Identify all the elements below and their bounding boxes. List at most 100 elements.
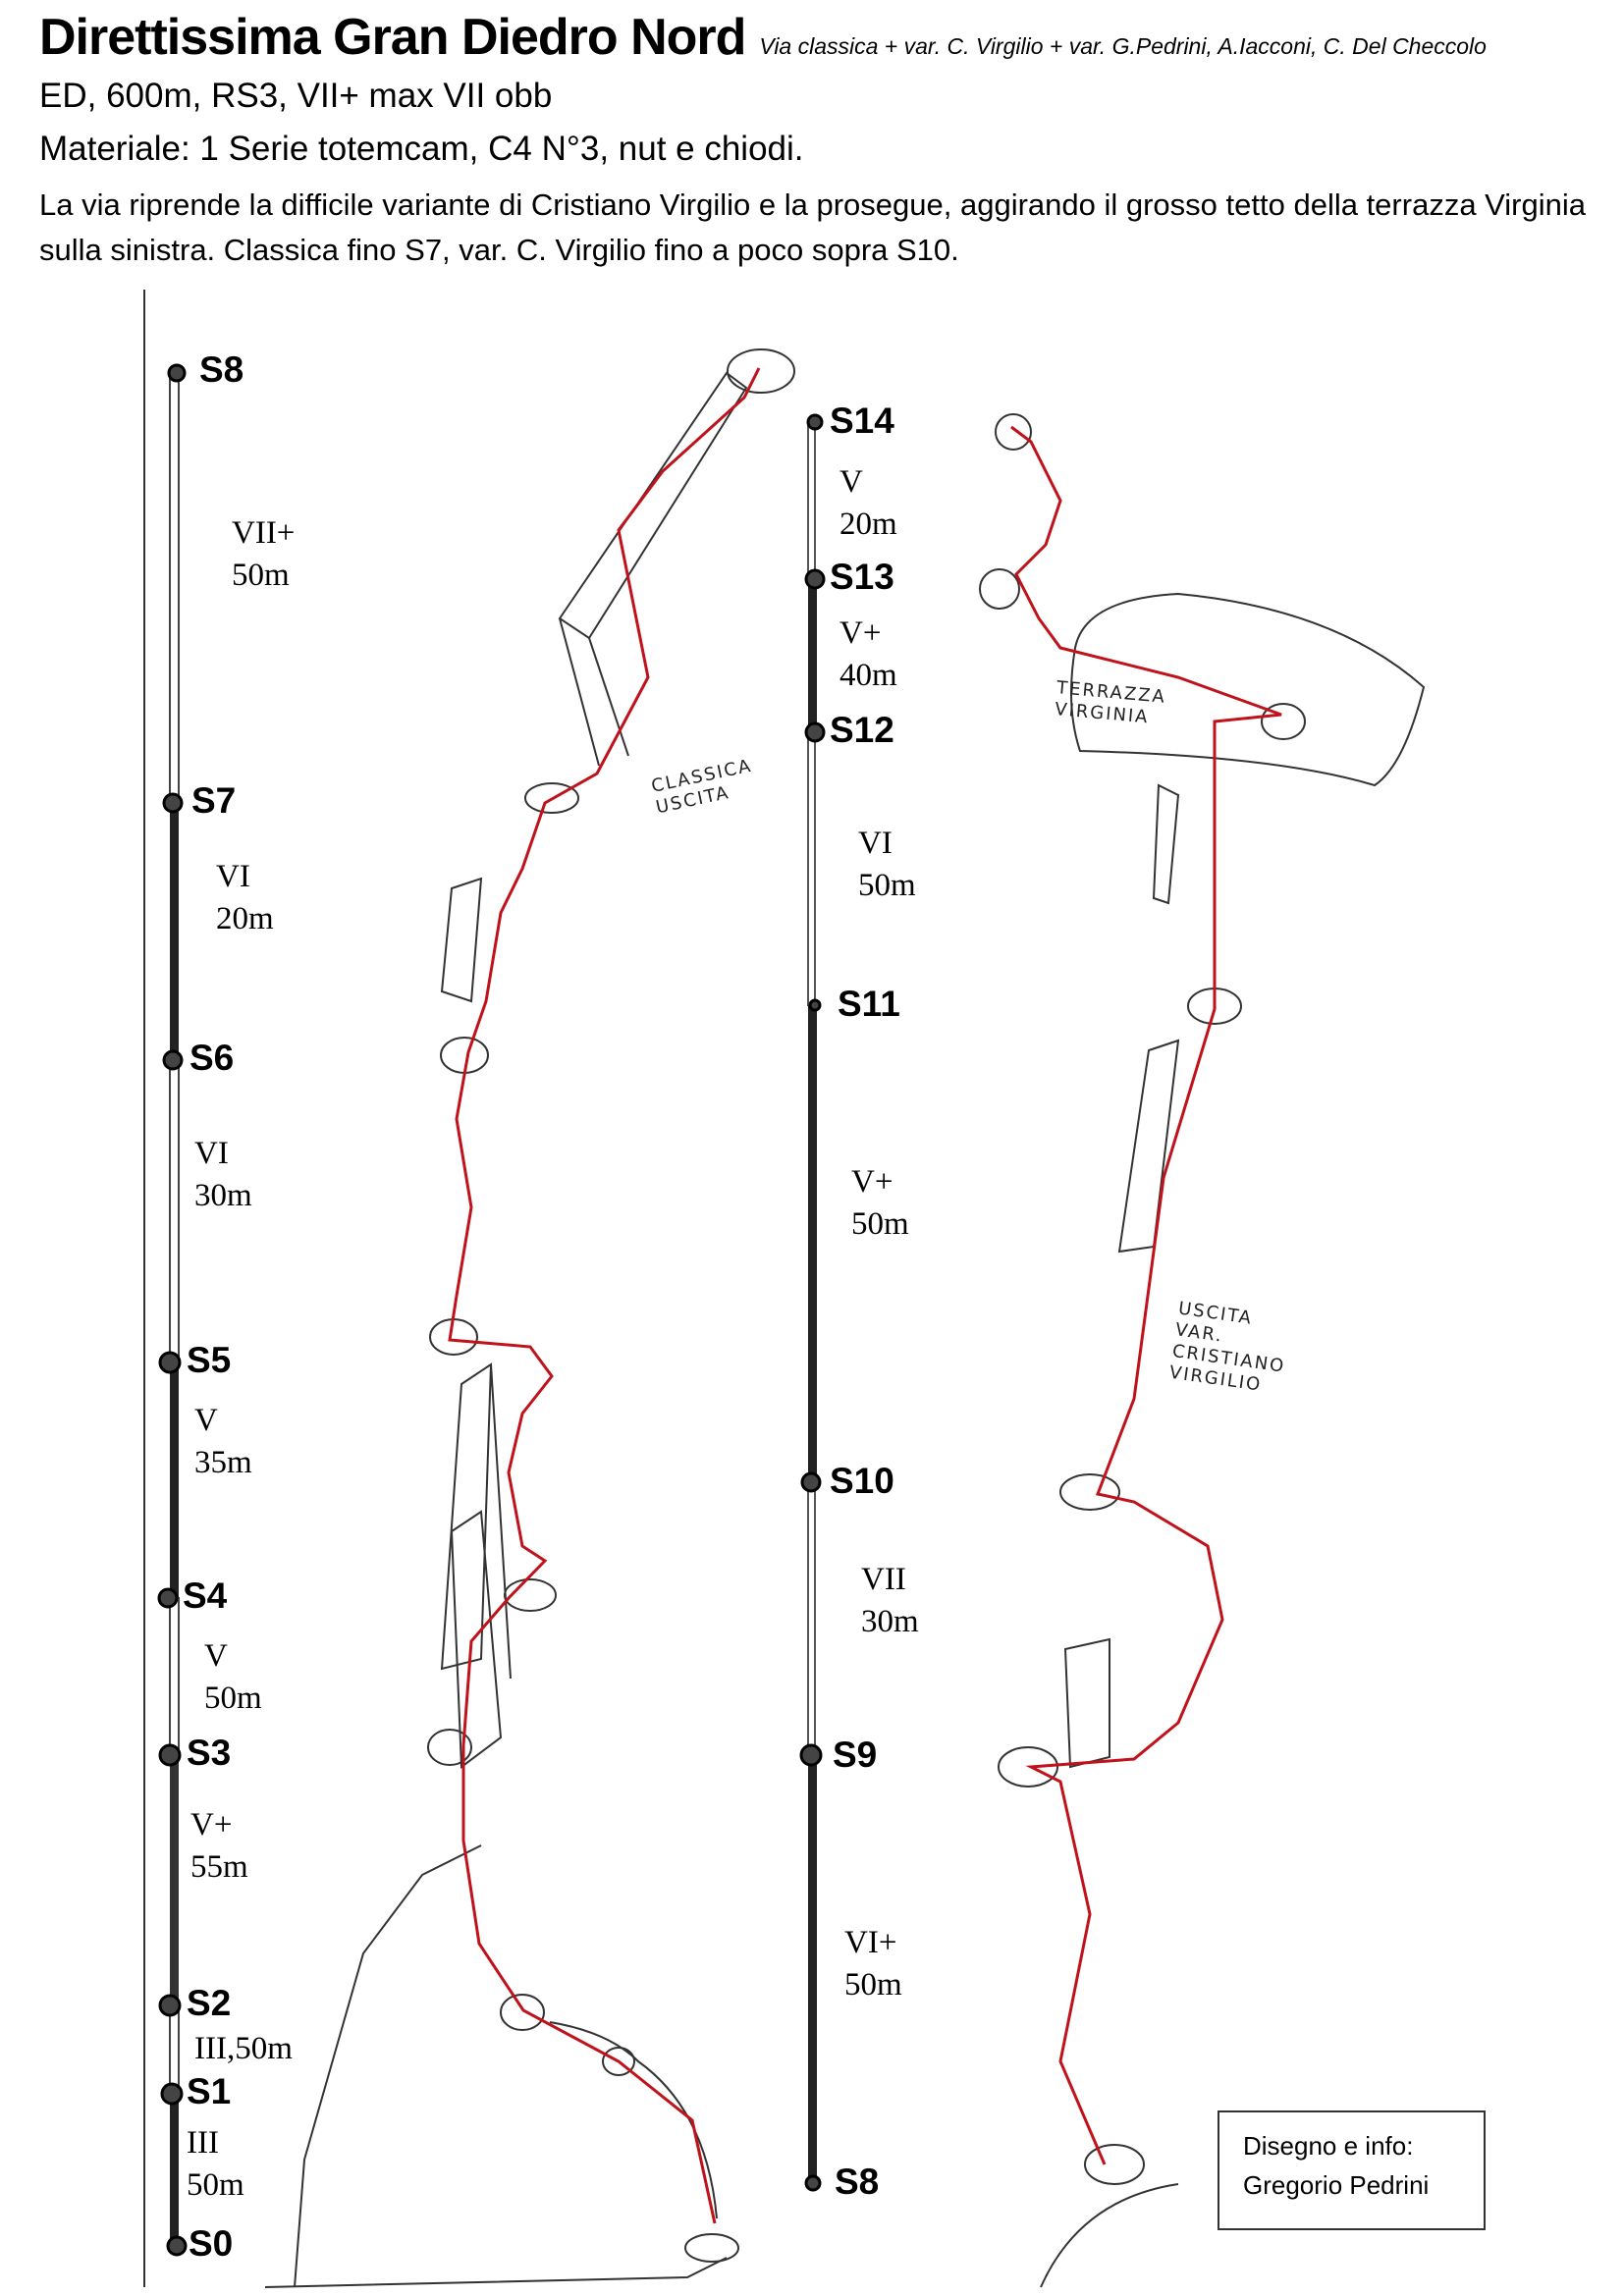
station-label-right-s9: S9 — [833, 1735, 878, 1775]
left-station-dots — [157, 363, 188, 2257]
lower-dihedral — [450, 1510, 503, 1769]
station-dot — [800, 1471, 822, 1493]
pitch-grade: VII+ — [232, 515, 296, 551]
station-dot — [799, 1743, 823, 1767]
station-label-left-s0: S0 — [189, 2223, 234, 2264]
station-dot — [162, 1049, 184, 1071]
station-label-left-s6: S6 — [189, 1038, 235, 1078]
station-label-left-s3: S3 — [187, 1733, 232, 1773]
belay-x — [1261, 703, 1306, 740]
pitch-length: 55m — [190, 1849, 248, 1885]
base-slope — [294, 1844, 482, 2288]
station-label-left-s2: S2 — [187, 1983, 232, 2023]
bar-segment — [808, 1005, 817, 1482]
station-label-right-s12: S12 — [830, 710, 894, 750]
station-dot — [160, 2082, 184, 2106]
pitch-length: 50m — [232, 558, 290, 593]
bar-segment — [169, 1059, 180, 1363]
belay-x — [500, 1994, 545, 2031]
pitch-grade: III,50m — [194, 2031, 293, 2066]
bar-segment — [807, 421, 816, 580]
pitch-grade: VII — [861, 1562, 906, 1597]
station-label-left-s5: S5 — [187, 1340, 232, 1380]
belay-x — [602, 2047, 635, 2076]
material-info: Materiale: 1 Serie totemcam, C4 N°3, nut… — [39, 130, 804, 168]
belay-xa — [504, 1578, 557, 1612]
pitch-length: 20m — [216, 901, 274, 936]
station-dot — [167, 363, 187, 383]
belay-xa — [524, 782, 579, 814]
pitch-grade: V — [204, 1638, 228, 1674]
station-dot — [808, 998, 822, 1012]
station-label-right-s13: S13 — [830, 557, 894, 597]
middle-dihedral — [440, 1362, 512, 1680]
route-line-left — [448, 367, 761, 2224]
right-station-bar — [807, 421, 817, 2183]
pitch-label: III 50m — [187, 2122, 244, 2207]
pitch-grade: VI — [216, 859, 250, 894]
station-label-right-s14: S14 — [830, 400, 894, 441]
pitch-grade: VI — [194, 1136, 229, 1171]
station-label-right-s8: S8 — [835, 2162, 880, 2202]
pitch-length: 50m — [204, 1681, 262, 1716]
bar-segment — [807, 1481, 816, 1756]
ground-line — [264, 2257, 728, 2288]
title-text: Direttissima Gran Diedro Nord — [39, 9, 746, 66]
page-title: Direttissima Gran Diedro Nord Via classic… — [39, 8, 1487, 67]
bar-segment — [808, 579, 817, 732]
bar-segment — [170, 803, 179, 1060]
subtitle: Via classica + var. C. Virgilio + var. G… — [759, 33, 1487, 59]
pitch-label: III,50m — [194, 2028, 293, 2070]
pitch-grade: V+ — [190, 1807, 233, 1842]
crack-block — [440, 877, 483, 1003]
station-label-left-s4: S4 — [183, 1575, 228, 1616]
pitch-label: V+50m — [851, 1161, 909, 1246]
bar-segment — [170, 1362, 179, 1598]
pitch-length: 50m — [187, 2167, 244, 2203]
station-dot — [158, 1994, 182, 2017]
station-dot — [158, 1743, 182, 1767]
pitch-label: VI+50m — [844, 1922, 902, 2006]
station-dot — [804, 2174, 822, 2192]
station-dot — [166, 2235, 188, 2257]
pitch-length: 35m — [194, 1445, 252, 1480]
station-label-right-s11: S11 — [838, 984, 900, 1024]
pitch-grade: V+ — [839, 615, 882, 651]
description: La via riprende la difficile variante di… — [39, 187, 1586, 267]
belay-xx — [1059, 1473, 1120, 1511]
belay-x — [979, 568, 1020, 610]
belay-xa — [429, 1318, 478, 1356]
station-dot — [806, 413, 824, 431]
upper-dihedral — [558, 371, 748, 767]
belay-xx — [998, 1746, 1058, 1788]
pitch-label: VI 30m — [194, 1133, 252, 1217]
roof-terrazza — [1070, 592, 1426, 787]
belay-x — [995, 413, 1032, 451]
crack — [1152, 783, 1180, 905]
belay-xx — [1084, 2144, 1145, 2185]
pitch-length: 20m — [839, 507, 897, 542]
pitch-length: 30m — [194, 1178, 252, 1213]
station-label-right-s10: S10 — [830, 1461, 894, 1501]
credit-line: Disegno e info: — [1243, 2131, 1414, 2161]
grade-info: ED, 600m, RS3, VII+ max VII obb — [39, 77, 553, 115]
right-station-dots — [799, 413, 826, 2192]
pitch-label: V+ 55m — [190, 1804, 248, 1889]
dihedral-block — [1063, 1637, 1110, 1769]
credit-box: Disegno e info: Gregorio Pedrini — [1218, 2110, 1486, 2230]
bar-segment — [170, 1755, 179, 2005]
station-dot — [162, 792, 184, 814]
pitch-grade: III — [187, 2125, 219, 2161]
pitch-label: V+ 40m — [839, 613, 897, 697]
left-station-bar — [169, 372, 180, 2246]
pitch-length: 40m — [839, 658, 897, 693]
bar-segment — [807, 731, 816, 1006]
pitch-label: VII+ 50m — [232, 512, 296, 597]
boulder — [684, 2233, 739, 2263]
station-label-left-s8: S8 — [199, 349, 244, 390]
station-label-left-s1: S1 — [187, 2071, 232, 2111]
pitch-grade: V+ — [851, 1164, 893, 1200]
